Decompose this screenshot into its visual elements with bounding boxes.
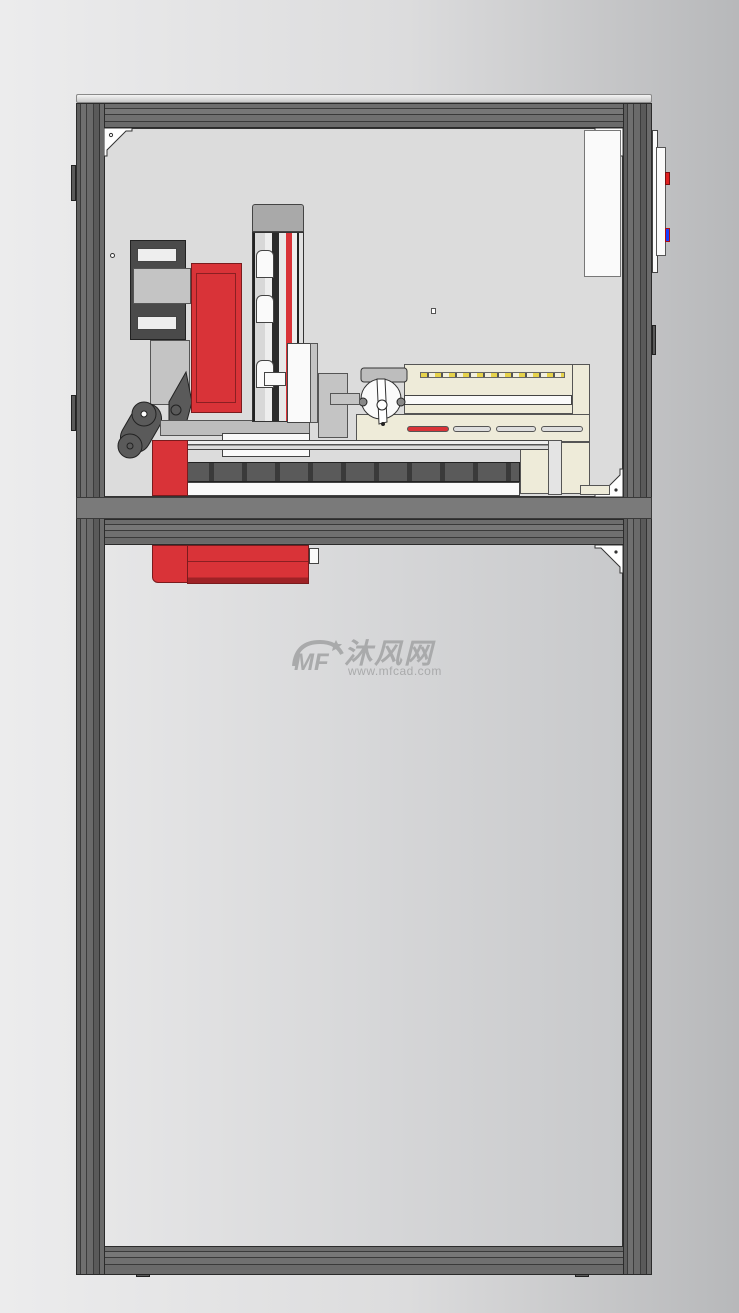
small-tab	[431, 308, 436, 314]
corner-bracket-top-left	[104, 128, 133, 157]
vertical-carriage-2	[256, 295, 274, 323]
feeder-guide-bar	[404, 395, 572, 405]
svg-text:MF: MF	[294, 649, 330, 676]
red-servo-motor-upper	[191, 263, 242, 413]
rail-end-cap	[548, 440, 562, 495]
motor-upper-stripe	[196, 273, 236, 403]
feeder-comb-strip	[420, 372, 565, 378]
corner-bracket-lower-right	[594, 545, 624, 574]
vertical-axis-motor-cap	[252, 204, 304, 232]
corner-bracket-mid-right	[594, 468, 624, 498]
rotary-cutter-wheel	[358, 367, 408, 426]
cable-drag-chain	[180, 462, 520, 482]
red-button[interactable]	[665, 172, 670, 185]
vertical-carriage-1	[256, 250, 274, 278]
horizontal-linear-rail	[170, 440, 562, 450]
control-box	[584, 130, 621, 277]
top-cap	[76, 94, 652, 103]
left-handle-upper	[71, 165, 76, 201]
blue-button[interactable]	[665, 228, 670, 242]
right-handle	[652, 325, 656, 355]
tensioner-arm	[117, 370, 193, 459]
mount-plate-mid	[318, 373, 348, 438]
feeder-slot-2	[496, 426, 536, 432]
foot-right	[575, 1274, 589, 1277]
watermark-url: www.mfcad.com	[348, 664, 442, 678]
chain-mount-plate	[133, 268, 191, 304]
foot-left	[136, 1274, 150, 1277]
watermark-brand: 沐风网	[344, 638, 435, 669]
red-servo-motor-lower-body	[187, 545, 309, 584]
feeder-slot-red	[407, 426, 449, 432]
red-servo-motor-lower	[152, 545, 188, 583]
lower-cabinet-panel	[104, 544, 623, 1246]
feeder-foot	[580, 485, 610, 495]
drag-chain-base	[170, 482, 520, 496]
red-gearbox-left	[152, 440, 188, 496]
mid-shelf-plate	[76, 497, 652, 519]
top-beam	[104, 103, 624, 128]
sensor-block	[264, 372, 286, 386]
mfcad-logo-icon: MF	[292, 639, 344, 676]
bottom-beam	[104, 1246, 624, 1275]
wheel-mount-arm	[330, 393, 360, 405]
right-post	[623, 103, 652, 1275]
feeder-side-block	[572, 364, 590, 416]
feeder-slot-1	[453, 426, 491, 432]
chain-window-bottom	[137, 316, 177, 330]
mount-hole	[110, 253, 115, 258]
feeder-slot-3	[541, 426, 583, 432]
side-control-panel-face	[656, 147, 666, 256]
left-post	[76, 103, 105, 1275]
vertical-slide-mount	[310, 343, 318, 423]
motor-connector	[309, 548, 319, 564]
left-handle-lower	[71, 395, 76, 431]
chain-window-top	[137, 248, 177, 262]
mid-beam	[104, 519, 624, 545]
